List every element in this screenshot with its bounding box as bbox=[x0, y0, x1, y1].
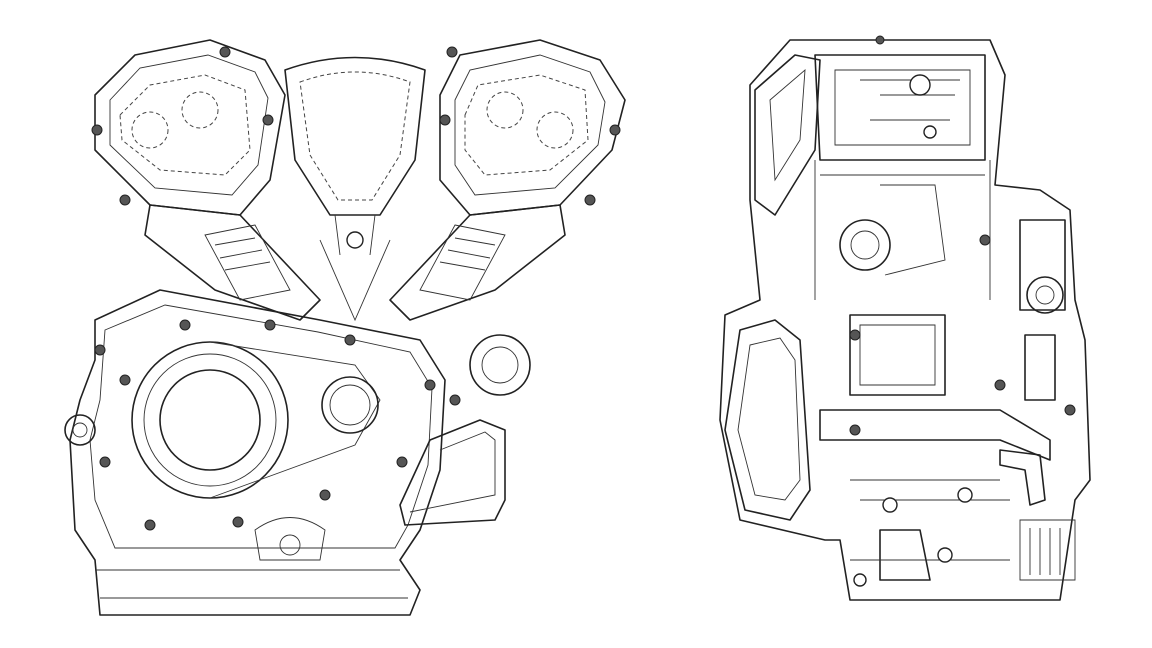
engine-side-view bbox=[719, 35, 1091, 601]
crankcase bbox=[64, 289, 531, 616]
v-twin-engine-front-view bbox=[64, 39, 626, 616]
bolts bbox=[91, 46, 621, 531]
left-cylinder-head bbox=[94, 39, 321, 321]
intake-cover bbox=[284, 56, 426, 322]
right-cylinder-head bbox=[389, 39, 626, 321]
